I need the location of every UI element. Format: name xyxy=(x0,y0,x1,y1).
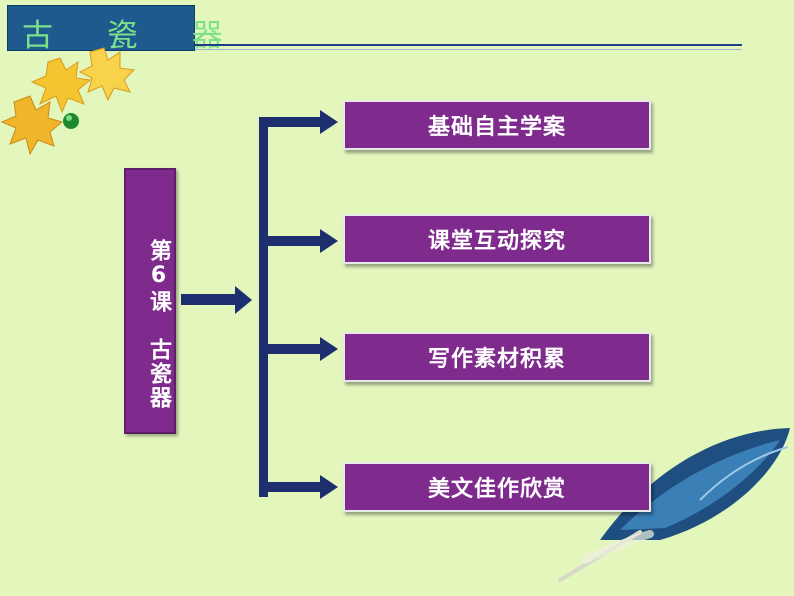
menu-item-label: 课堂互动探究 xyxy=(427,229,566,254)
menu-item-basic-study[interactable]: 基础自主学案 xyxy=(343,100,651,150)
menu-item-label: 基础自主学案 xyxy=(427,115,566,140)
menu-item-class-interaction[interactable]: 课堂互动探究 xyxy=(343,214,651,264)
title-banner: 古 瓷 器 xyxy=(7,5,223,54)
title-underline-secondary xyxy=(195,49,742,50)
lesson-title-text: 第6课 古瓷器 xyxy=(146,238,171,410)
lesson-title-box: 第6课 古瓷器 xyxy=(124,168,176,434)
slide-title: 古 瓷 器 xyxy=(22,18,245,54)
menu-item-essay-appreciation[interactable]: 美文佳作欣赏 xyxy=(343,462,651,512)
connector-diagram xyxy=(181,110,338,499)
menu-item-label: 写作素材积累 xyxy=(427,347,566,372)
maple-leaf-icon xyxy=(0,47,136,156)
title-underline xyxy=(195,44,742,46)
menu-item-writing-materials[interactable]: 写作素材积累 xyxy=(343,332,651,382)
menu-item-label: 美文佳作欣赏 xyxy=(427,477,566,502)
feather-icon xyxy=(558,428,790,582)
